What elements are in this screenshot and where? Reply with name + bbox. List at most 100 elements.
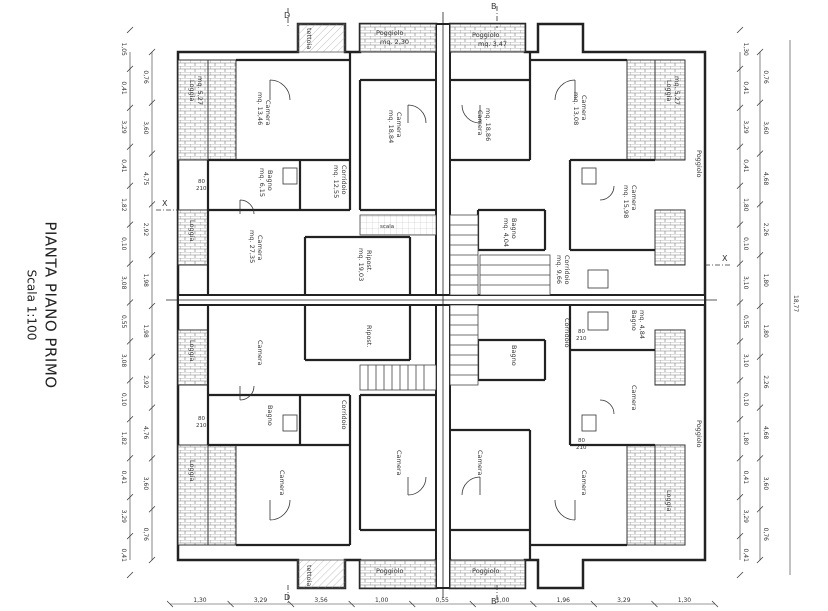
dimension-label: 3,60 — [762, 121, 769, 135]
door-width-label-3: 80 — [578, 329, 585, 335]
section-marker-b-top: B — [491, 2, 497, 11]
dimension-tick — [530, 600, 537, 608]
dimension-tick — [126, 26, 134, 34]
room-camera-w2-area: mq. 27,35 — [248, 230, 256, 263]
dimension-tick — [736, 299, 744, 306]
room-bagno-w-area: mq. 6,15 — [258, 168, 266, 197]
dimension-tick — [736, 260, 744, 267]
dimension-label: 1,80 — [742, 432, 749, 446]
dimension-tick — [736, 377, 744, 384]
tettoia-areas — [297, 23, 346, 589]
room-ripost-w2: Ripost. — [365, 325, 373, 347]
dimension-tick — [148, 150, 156, 157]
dimension-tick — [126, 493, 134, 501]
room-corridoio-e: Corridoio — [563, 255, 571, 284]
dimension-label: 4,75 — [142, 172, 149, 186]
dimension-label: 3,29 — [120, 510, 127, 524]
room-camera-nw-area: mq. 13,46 — [256, 92, 264, 125]
door-swings — [239, 79, 615, 521]
room-camera-e2-area: mq. 15,98 — [622, 185, 630, 218]
dimension-label: 1,80 — [762, 274, 769, 288]
dimension-tick — [756, 556, 764, 564]
dimension-tick — [287, 600, 295, 608]
dimension-tick — [408, 600, 416, 608]
dimension-label: 0,41 — [120, 159, 127, 173]
dimension-tick — [736, 532, 744, 540]
dimension-tick — [148, 302, 156, 310]
dimension-label: 3,29 — [742, 510, 749, 524]
room-camera-e3: Camera — [630, 385, 638, 411]
room-labels: Camera mq. 13,46 Camera mq. 18,84 Bagno … — [188, 28, 703, 586]
dimension-tick — [736, 454, 744, 462]
room-ripost-w: Ripost. — [365, 250, 373, 272]
dimension-label: 0,76 — [142, 70, 149, 84]
section-marker-d-bottom: D — [284, 593, 290, 602]
room-loggia-se: Loggia — [665, 490, 673, 512]
room-tettoia-n: tettoia — [305, 28, 313, 49]
room-loggia-ne: Loggia — [665, 80, 673, 102]
dimension-tick — [736, 416, 744, 423]
room-camera-c-area: mq. 18,84 — [387, 110, 395, 143]
drawing-title-block: PIANTA PIANO PRIMO Scala 1:100 — [25, 221, 60, 388]
dimension-tick — [148, 404, 156, 411]
room-loggia-nw: Loggia — [188, 80, 196, 102]
dimension-label: 3,29 — [120, 120, 127, 134]
dimension-tick — [148, 99, 156, 107]
dimension-label: 3,29 — [254, 597, 268, 604]
dimension-tick — [756, 201, 764, 208]
dimension-tick — [148, 201, 156, 208]
dimension-tick — [148, 48, 156, 56]
dimension-label: 3,08 — [120, 276, 127, 290]
room-camera-se2: Camera — [580, 470, 588, 496]
dimension-tick — [126, 260, 134, 267]
dimension-tick — [148, 556, 156, 564]
dimension-tick — [126, 65, 134, 73]
dimension-label: 0,41 — [742, 549, 749, 563]
dimension-tick — [126, 338, 134, 345]
dimension-label: 3,60 — [762, 477, 769, 491]
dimension-tick — [756, 455, 764, 462]
dimension-label: 0,55 — [742, 315, 749, 329]
dimension-tick — [126, 416, 134, 423]
door-width-label-4: 80 — [578, 438, 585, 444]
dimension-label: 2,26 — [762, 223, 769, 237]
room-poggiolo-s2: Poggiolo — [472, 567, 500, 575]
dimension-tick — [126, 532, 134, 540]
dimension-label: 1,98 — [142, 324, 149, 338]
room-ripost-w-area: mq. 19,03 — [357, 248, 365, 281]
room-camera-ne2-area: mq. 13,08 — [572, 92, 580, 125]
dimension-tick — [736, 143, 744, 151]
room-bagno-e2: Bagno — [630, 310, 638, 331]
room-poggiolo-n1: Poggiolo — [376, 29, 404, 37]
dimension-label: 0,10 — [742, 393, 749, 407]
door-height-label-2: 210 — [196, 423, 207, 429]
dimension-tick — [227, 600, 234, 608]
dimension-tick — [756, 48, 764, 56]
dimension-label: 3,60 — [142, 121, 149, 135]
dimension-tick — [126, 182, 134, 189]
room-bagno-e: Bagno — [510, 218, 518, 239]
dimension-tick — [148, 455, 156, 462]
door-height-labels: 80 210 80 210 80 210 80 210 — [196, 179, 587, 451]
dimension-tick — [148, 505, 156, 513]
dimension-label: 0,41 — [742, 81, 749, 95]
room-camera-w2: Camera — [256, 235, 264, 261]
dimension-tick — [651, 600, 658, 608]
dimension-label: 1,80 — [742, 198, 749, 212]
dimension-label: 1,05 — [120, 42, 127, 56]
dimension-label: 0,41 — [120, 81, 127, 95]
room-bagno-w: Bagno — [266, 170, 274, 191]
dimension-tick — [126, 571, 134, 579]
dimension-tick — [736, 182, 744, 189]
dimension-tick — [126, 104, 134, 112]
room-bagno-e3: Bagno — [510, 345, 518, 366]
staircase — [359, 214, 551, 391]
dimension-label: 3,29 — [617, 597, 631, 604]
room-camera-sc: Camera — [395, 450, 403, 476]
dimension-label: 1,80 — [762, 324, 769, 338]
room-poggiolo-n1-area: mq. 2,30 — [380, 38, 409, 46]
room-camera-ne: Camera — [476, 110, 484, 136]
loggia-areas — [177, 23, 686, 589]
dimension-label: 4,68 — [762, 426, 769, 440]
